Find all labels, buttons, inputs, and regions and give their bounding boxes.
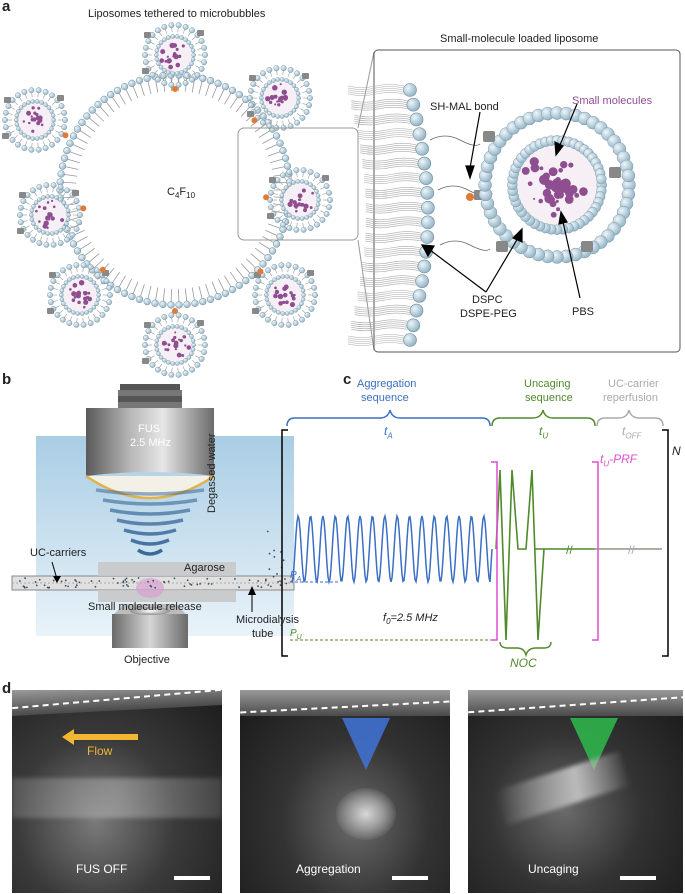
scale-bar [620,876,656,880]
freq-suffix: =2.5 MHz [390,612,438,624]
lipids-label-1: DSPC [472,294,503,306]
pa-main: P [290,570,297,581]
image-label-uncaging: Uncaging [528,862,579,876]
gas-sub1: 4 [174,191,180,201]
seq3-label-1: UC-carrier [608,378,659,390]
gas-sub2: 10 [186,191,196,201]
pu-label: PU [290,628,302,641]
t-u-main: t [539,424,543,438]
t-a-label: tA [384,424,393,440]
image-label-aggregation: Aggregation [296,862,361,876]
seq1-label-2: sequence [361,392,409,404]
small-molecules-label: Small molecules [572,95,653,107]
seq3-label-2: reperfusion [603,392,659,404]
water-label: Degassed water [206,433,218,514]
pa-sub: A [296,576,302,583]
svg-text://: // [628,543,635,557]
lipids-label-2: DSPE-PEG [460,308,517,320]
prf-suffix: -PRF [609,452,638,466]
gas-f: F [179,186,187,198]
t-off-label: tOFF [622,424,641,440]
gas-c: C [167,186,175,198]
panel-b-drawing [11,384,295,648]
pa-label: PA [290,570,301,583]
micrograph-uncaging: Uncaging [468,690,683,893]
pu-main: P [290,628,297,639]
panel-c-letter: c [343,371,352,388]
bilayer-detail [347,83,491,347]
objective-label: Objective [124,654,170,666]
freq-sub: 0 [386,617,391,627]
gas-core-label: C4F10 [167,186,195,200]
noc-label: NOC [510,656,537,670]
t-u-sub: U [542,431,549,441]
frequency-label: f0=2.5 MHz [383,612,438,626]
tube-label-2: tube [252,628,274,640]
scale-bar [174,876,210,880]
repeat-label: N [672,444,681,458]
carriers-label: UC-carriers [30,547,87,559]
tethered-liposomes [2,22,333,378]
release-label: Small molecule release [88,601,202,613]
panel-a-title-left: Liposomes tethered to microbubbles [88,8,266,20]
t-off-main: t [622,424,626,438]
agarose-label: Agarose [184,562,225,574]
aggregation-cone-icon [342,718,390,770]
transducer-label-1: FUS [138,423,160,435]
prf-sub: U [603,459,610,469]
freq-main: f [383,612,387,624]
big-liposome [478,106,636,264]
panel-a-title-right: Small-molecule loaded liposome [440,33,599,45]
tube-label-1: Microdialysis [236,614,299,626]
svg-text://: // [566,543,573,557]
flow-label: Flow [87,744,113,758]
panel-a-letter: a [2,0,11,15]
panel-c-drawing: // // [281,409,669,658]
prf-label: tU-PRF [600,452,637,468]
t-a-main: t [384,424,388,438]
t-off-sub: OFF [625,431,642,441]
panel-b-letter: b [2,371,12,388]
seq2-label-2: sequence [525,392,573,404]
liposome-detail-box [373,49,681,353]
micrograph-fus-off: Flow FUS OFF [12,690,222,893]
panel-a-arrows [420,103,581,299]
panel-d-letter: d [2,680,12,697]
pu-sub: U [296,634,302,641]
t-u-label: tU [539,424,548,440]
zoom-source-box [237,127,359,241]
prf-main: t [600,452,604,466]
seq1-label-1: Aggregation [357,378,417,390]
micrograph-aggregation: Aggregation [240,690,450,893]
core-label: PBS [572,306,595,318]
scale-bar [392,876,428,880]
seq2-label-1: Uncaging [524,378,571,390]
transducer-label-2: 2.5 MHz [130,437,171,449]
t-a-sub: A [387,431,393,441]
bond-label: SH-MAL bond [430,101,499,113]
flow-arrow-icon [70,734,138,740]
image-label-fus-off: FUS OFF [76,862,128,876]
